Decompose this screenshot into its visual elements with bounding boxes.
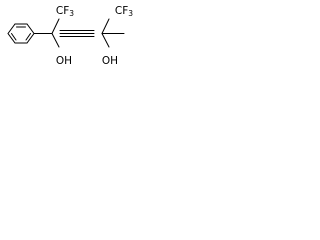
aromatic-double-bond [25,33,31,41]
cf3-right-label: CF3 [115,5,133,18]
triple-bond [59,30,95,37]
bond-carbon-to-cf3-left [51,18,60,34]
oh-left-label: OH [56,55,72,67]
cf3-left-label: CF3 [56,5,74,18]
bond-carbon-to-oh-left [51,33,60,48]
aromatic-double-bond [11,33,17,41]
bond-carbon-to-oh-right [101,33,110,48]
oh-right-label: OH [102,55,118,67]
molecule-diagram: CF3 OH CF3 OH [7,5,133,67]
bond-carbon-to-cf3-right [101,18,110,34]
phenyl-ring [7,23,35,44]
